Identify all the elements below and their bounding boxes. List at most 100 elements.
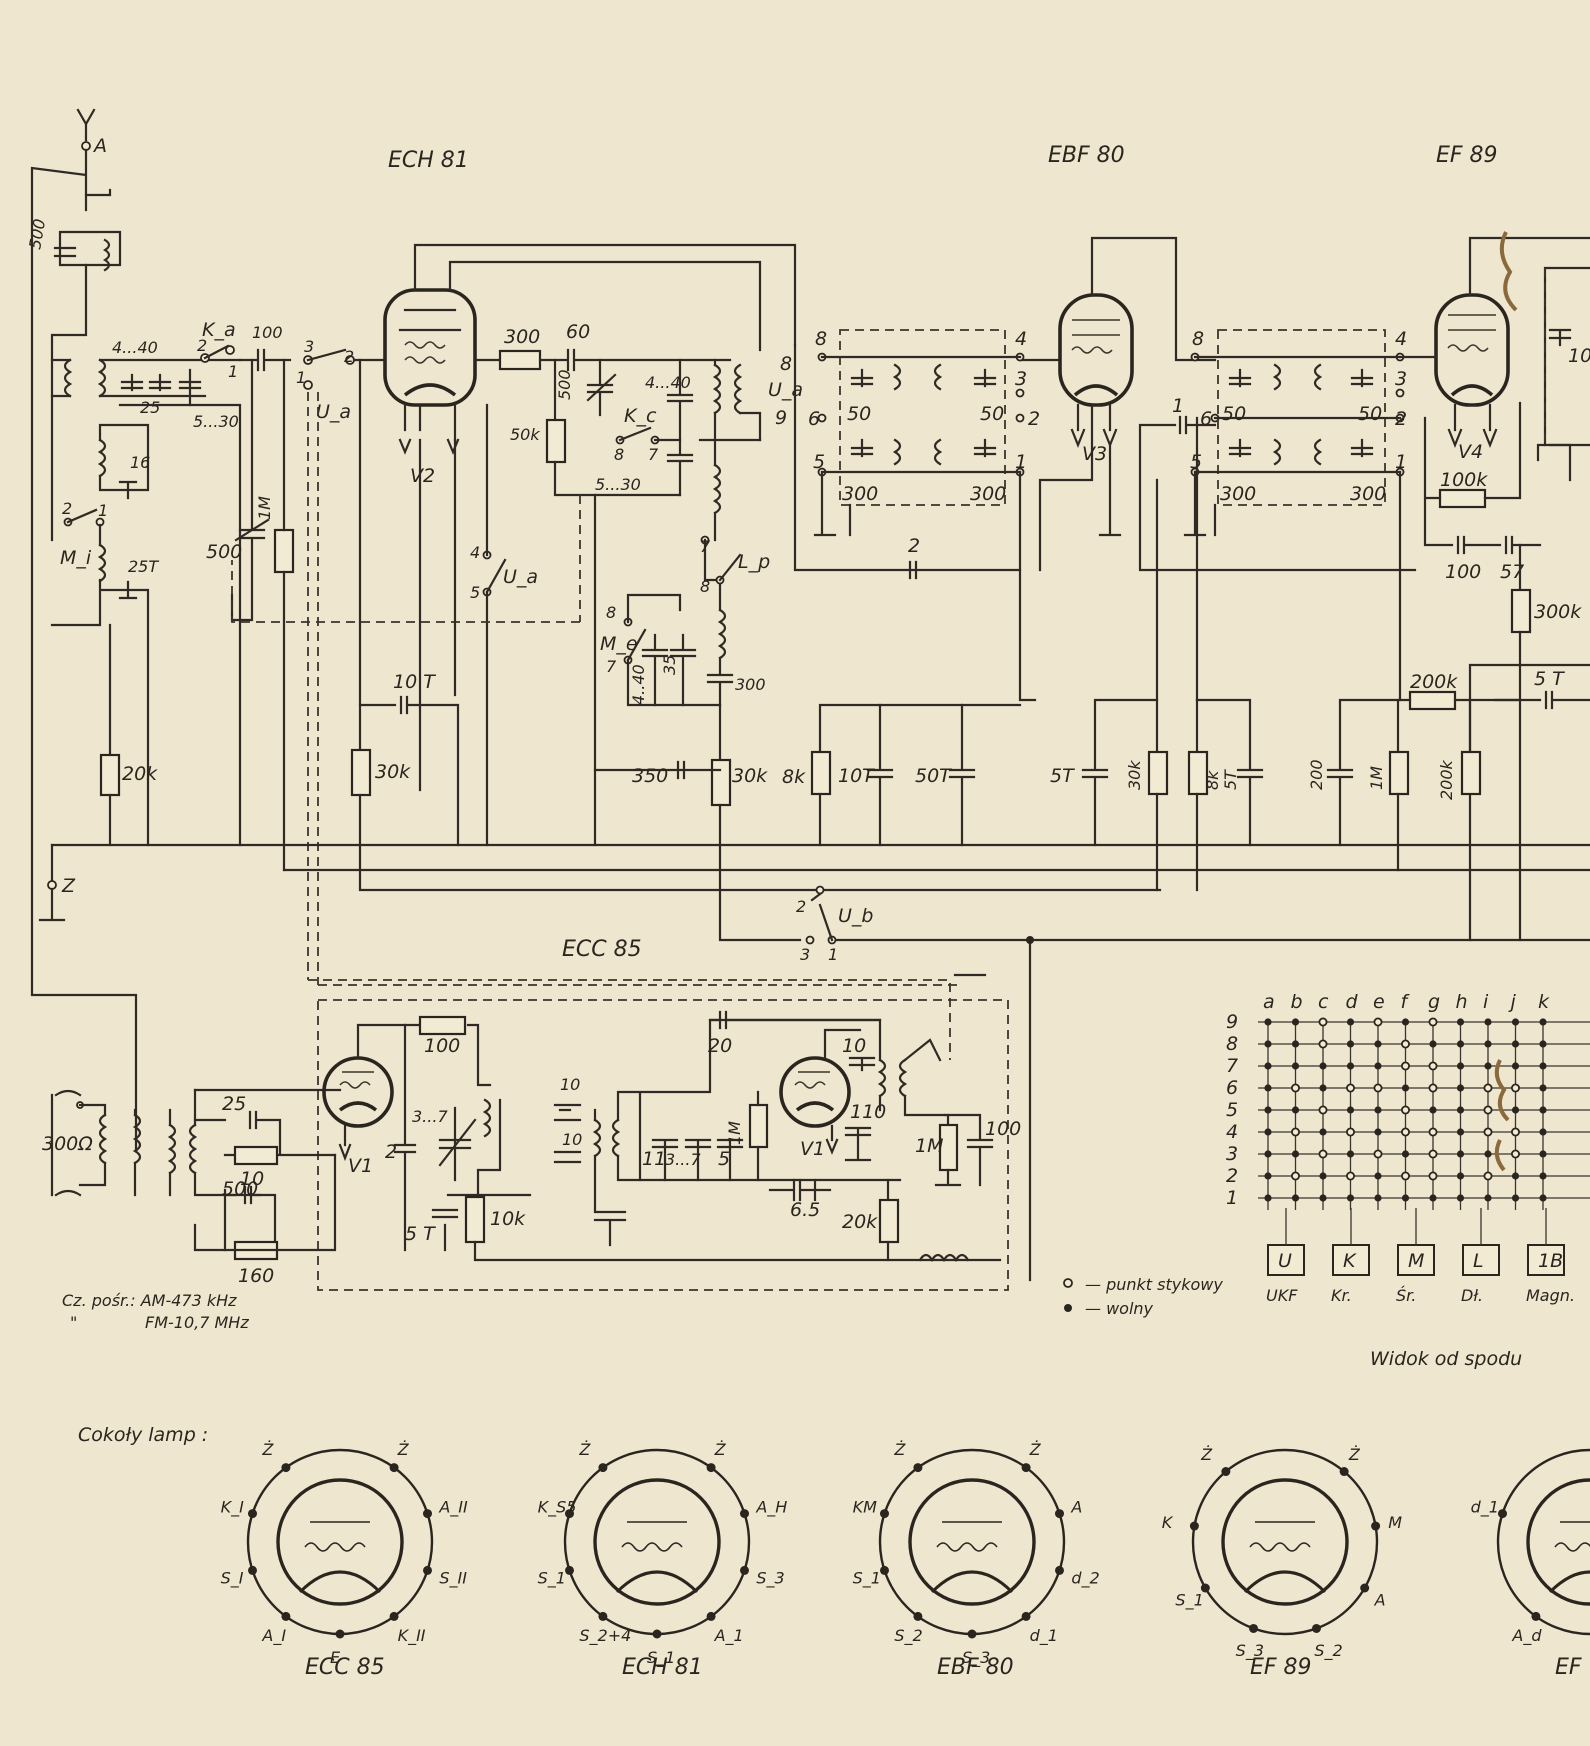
band-switch-button[interactable] bbox=[1332, 1244, 1370, 1276]
socket-pin-label: S_2+4 bbox=[579, 1626, 631, 1646]
socket-pin-label: Ż bbox=[1029, 1440, 1042, 1459]
c4-40-osc-label: 4...40 bbox=[645, 373, 691, 392]
r1m-left-label: 1M bbox=[255, 496, 274, 520]
antenna-terminal-label: A bbox=[92, 135, 107, 157]
grid-row-label: 1 bbox=[1226, 1187, 1238, 1209]
band-switch-button[interactable] bbox=[1267, 1244, 1305, 1276]
c10-c-label: 10 bbox=[842, 1035, 866, 1057]
svg-text:1: 1 bbox=[1015, 451, 1027, 473]
svg-text:3: 3 bbox=[304, 337, 314, 356]
c500-in-label: 500 bbox=[222, 1178, 258, 1200]
switch-ka-label: K_a bbox=[202, 319, 236, 341]
c5t-b-label: 5T bbox=[1221, 769, 1240, 790]
r10k-label: 10k bbox=[490, 1208, 526, 1230]
c300-osc-label: 300 bbox=[735, 675, 766, 694]
c4-40-label: 4...40 bbox=[112, 338, 158, 357]
c500-ant-label: 500 bbox=[25, 217, 49, 250]
grid-col-label: c bbox=[1318, 991, 1329, 1013]
socket-pin-label: S_1 bbox=[853, 1569, 881, 1589]
c50-b-label: 50 bbox=[980, 403, 1004, 425]
socket-pin-label: M bbox=[1388, 1513, 1402, 1532]
v1b-designator: V1 bbox=[800, 1138, 825, 1160]
socket-pin-label: K bbox=[1162, 1513, 1174, 1532]
c100-v4-label: 100 bbox=[1445, 561, 1481, 583]
socket-pin-label: Ż bbox=[714, 1440, 727, 1459]
svg-text:8: 8 bbox=[614, 445, 624, 464]
c57-label: 57 bbox=[1500, 561, 1524, 583]
v2-designator: V2 bbox=[410, 465, 435, 487]
socket-pin-label: A_d bbox=[1511, 1626, 1542, 1646]
band-switch-button-label: U bbox=[1278, 1250, 1292, 1272]
socket-name: EF bbox=[1555, 1655, 1582, 1680]
svg-text:8: 8 bbox=[1192, 328, 1204, 350]
svg-text:1: 1 bbox=[828, 945, 838, 964]
c10t-label: 10 T bbox=[393, 671, 436, 693]
if-note-ditto: " bbox=[70, 1313, 77, 1332]
v3-designator: V3 bbox=[1082, 443, 1107, 465]
c25-label: 25 bbox=[140, 398, 160, 417]
grid-row-label: 6 bbox=[1226, 1077, 1238, 1099]
tube-label-ef89: EF 89 bbox=[1436, 143, 1498, 168]
socket-pin-label: K_S5 bbox=[538, 1497, 577, 1517]
c50-d-label: 50 bbox=[1358, 403, 1382, 425]
band-switch-button[interactable] bbox=[1527, 1244, 1565, 1276]
band-switch-button-label: M bbox=[1408, 1250, 1424, 1272]
socket-pin-label: S_2 bbox=[1314, 1641, 1342, 1661]
socket-pin-label: S_1 bbox=[1175, 1591, 1203, 1611]
switch-ub-label: U_b bbox=[838, 905, 873, 927]
c5t-label: 5T bbox=[1050, 765, 1075, 787]
svg-text:6: 6 bbox=[1200, 408, 1212, 430]
svg-text:1: 1 bbox=[98, 501, 108, 520]
c300-c-label: 300 bbox=[1220, 483, 1256, 505]
c3-7-b-label: 3...7 bbox=[665, 1150, 701, 1169]
r100k-label: 100k bbox=[1440, 469, 1488, 491]
c50-a-label: 50 bbox=[847, 403, 871, 425]
r160-label: 160 bbox=[238, 1265, 274, 1287]
socket-pin-label: K_II bbox=[398, 1626, 426, 1646]
c5-label: 5 bbox=[718, 1148, 730, 1170]
tube-label-ebf80: EBF 80 bbox=[1048, 143, 1125, 168]
c11-label: 11 bbox=[642, 1148, 666, 1170]
grid-col-label: j bbox=[1508, 991, 1517, 1013]
socket-pin-label: K_I bbox=[221, 1497, 244, 1517]
switch-kc-label: K_c bbox=[624, 405, 657, 427]
grid-row-label: 5 bbox=[1226, 1099, 1238, 1121]
band-switch-caption: UKF bbox=[1266, 1286, 1298, 1305]
band-switch-button-label: L bbox=[1473, 1250, 1484, 1272]
svg-text:5: 5 bbox=[813, 451, 825, 473]
band-switch-button[interactable] bbox=[1462, 1244, 1500, 1276]
grid-row-label: 2 bbox=[1226, 1165, 1238, 1187]
grid-row-label: 7 bbox=[1226, 1055, 1238, 1077]
c6-5-label: 6.5 bbox=[790, 1199, 820, 1221]
c50t-label: 50T bbox=[915, 765, 952, 787]
svg-text:4: 4 bbox=[470, 543, 480, 562]
socket-pin-label: S_3 bbox=[962, 1648, 990, 1668]
c2-label: 2 bbox=[908, 535, 920, 557]
v1b-tube-icon bbox=[779, 1056, 851, 1128]
svg-text:4: 4 bbox=[1015, 328, 1027, 350]
switch-lp-label: L_p bbox=[738, 551, 770, 573]
r20k-label: 20k bbox=[122, 763, 158, 785]
svg-text:7: 7 bbox=[700, 537, 711, 556]
svg-text:3: 3 bbox=[1395, 368, 1407, 390]
ground-terminal-label: Z bbox=[61, 875, 76, 897]
socket-pin-label: Ż bbox=[1200, 1445, 1213, 1464]
socket-pin-label: A bbox=[1070, 1497, 1082, 1516]
r100-v1-label: 100 bbox=[424, 1035, 460, 1057]
switch-mi-label: M_i bbox=[60, 547, 92, 569]
c10-a-label: 10 bbox=[560, 1075, 580, 1094]
r20k-b-label: 20k bbox=[842, 1211, 878, 1233]
socket-pin-label: S_3 bbox=[1236, 1641, 1264, 1661]
socket-pin-label: Ż bbox=[578, 1440, 591, 1459]
socket-pin-label: S_I bbox=[221, 1569, 244, 1589]
c4-40-me-label: 4..40 bbox=[629, 664, 648, 705]
svg-text:2: 2 bbox=[197, 336, 207, 355]
svg-text:3: 3 bbox=[1015, 368, 1027, 390]
grid-row-label: 4 bbox=[1226, 1121, 1238, 1143]
grid-col-label: d bbox=[1346, 991, 1359, 1013]
c60-label: 60 bbox=[566, 321, 590, 343]
